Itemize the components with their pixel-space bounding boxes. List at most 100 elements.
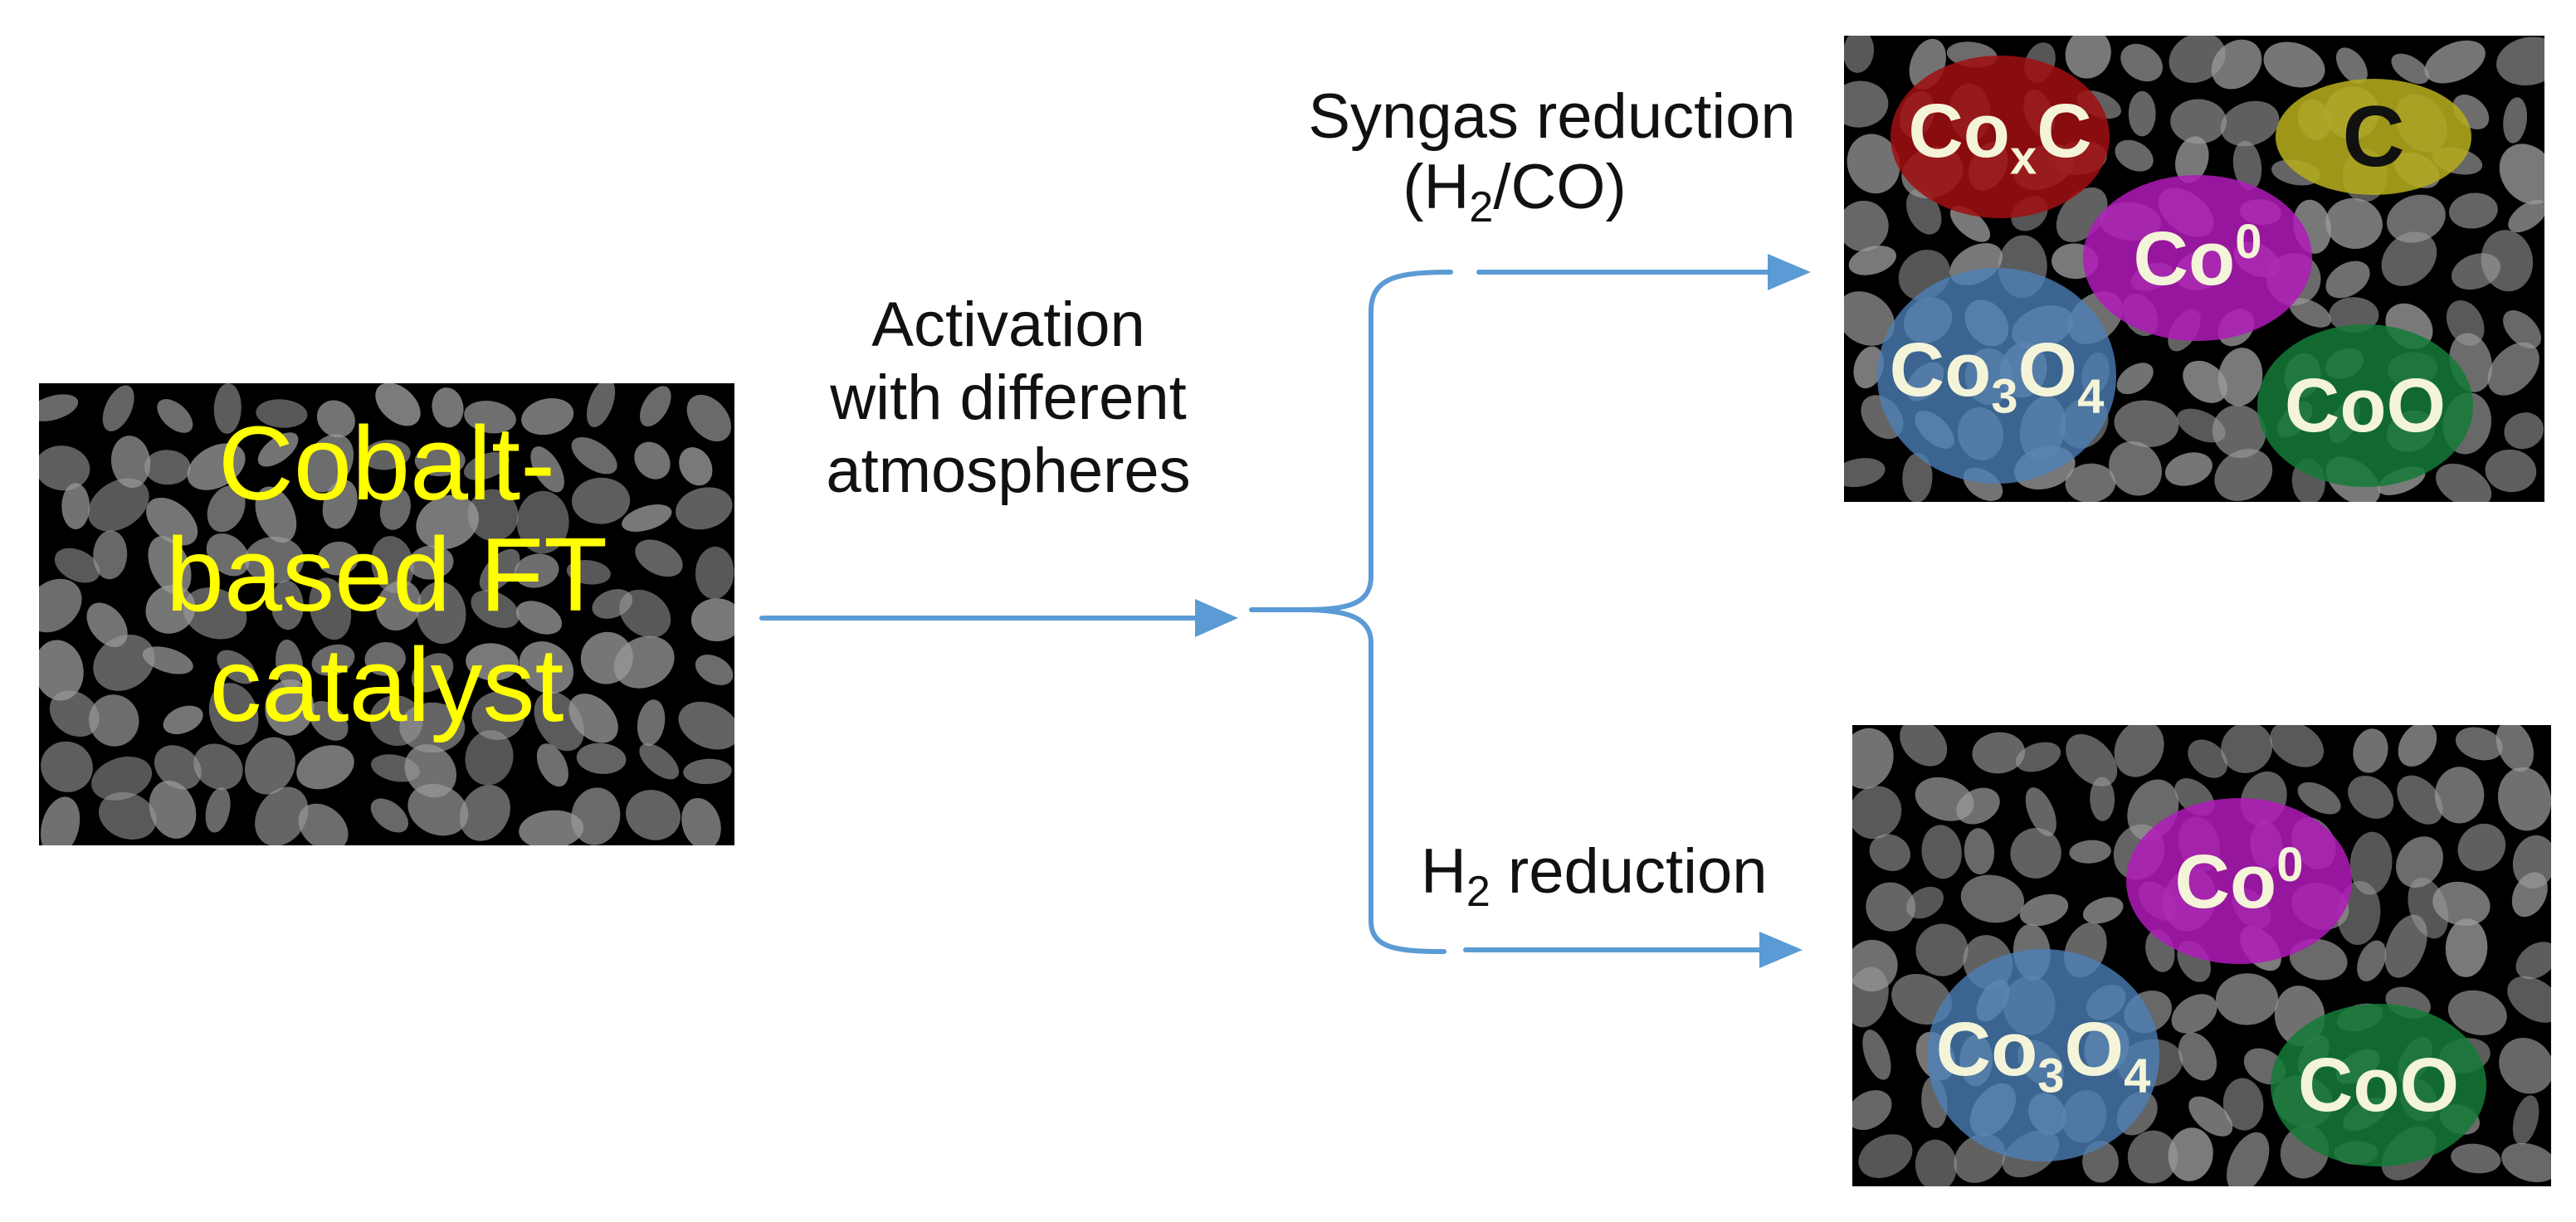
support-particle <box>163 705 203 734</box>
support-particle <box>471 691 525 740</box>
support-particle <box>407 783 469 836</box>
support-particle <box>1852 966 1889 1028</box>
support-particle <box>144 450 191 485</box>
syngas-label: Syngas reduction (H2/CO) <box>1253 81 1851 232</box>
support-particle <box>414 445 466 477</box>
support-particle <box>2391 53 2429 85</box>
syngas-close: /CO) <box>1493 152 1627 223</box>
support-particle <box>276 639 304 689</box>
support-particle <box>622 504 672 532</box>
support-particle <box>2178 1032 2217 1081</box>
support-particle <box>2066 733 2118 786</box>
support-particle <box>639 743 680 780</box>
co0-label: Co0 <box>2174 837 2304 924</box>
support-particle <box>2447 990 2507 1035</box>
support-particle <box>2115 139 2154 172</box>
support-particle <box>2325 197 2383 249</box>
h2-sub: 2 <box>1466 868 1490 917</box>
h2-rest: reduction <box>1490 836 1768 907</box>
support-particle <box>102 385 134 431</box>
support-particle <box>1956 787 2000 825</box>
support-particle <box>2170 99 2227 144</box>
support-particle <box>2114 400 2179 448</box>
support-particle <box>408 545 454 580</box>
support-particle <box>519 810 584 845</box>
support-particle <box>193 743 243 790</box>
support-particle <box>2175 136 2209 183</box>
support-particle <box>2436 463 2492 502</box>
support-particle <box>1921 825 1962 879</box>
support-particle <box>370 798 408 833</box>
support-particle <box>2501 1142 2551 1183</box>
support-particle <box>1902 453 1933 502</box>
support-particle <box>2499 144 2544 205</box>
support-particle <box>404 744 457 798</box>
syngas-result-box: CoxC C Co0 Co3O4 CoO <box>1844 36 2544 502</box>
support-particle <box>2396 836 2443 888</box>
activation-line-2: with different <box>830 363 1187 434</box>
support-particle <box>296 745 354 790</box>
support-particle <box>206 533 250 577</box>
support-particle <box>379 488 412 530</box>
support-particle <box>2116 363 2154 395</box>
support-particle <box>681 797 721 845</box>
h2-main: H <box>1421 836 1466 907</box>
coo-label: CoO <box>2297 1042 2460 1127</box>
support-particle <box>2212 405 2266 459</box>
co3o4-phase: Co3O4 <box>1927 949 2159 1161</box>
support-particle <box>2511 872 2548 918</box>
support-particle <box>2019 893 2069 927</box>
support-particle <box>2349 831 2393 895</box>
support-particle <box>536 743 568 787</box>
support-particle <box>1900 725 1948 767</box>
support-particle <box>2353 728 2388 773</box>
support-particle <box>2270 725 2325 767</box>
support-particle <box>1964 828 1995 874</box>
support-particle <box>2496 37 2544 85</box>
support-particle <box>465 730 514 786</box>
support-particle <box>2188 1096 2233 1137</box>
support-particle <box>1949 206 1991 242</box>
support-particle <box>459 785 510 841</box>
support-particle <box>432 387 464 428</box>
support-particle <box>2503 310 2541 348</box>
support-particle <box>265 679 315 736</box>
support-particle <box>2386 194 2446 243</box>
support-particle <box>2397 775 2443 825</box>
support-particle <box>49 690 100 738</box>
support-particle <box>678 701 734 750</box>
support-particle <box>2069 840 2111 864</box>
coxc-label: CoxC <box>1908 89 2092 185</box>
support-particle <box>149 780 197 839</box>
support-particle <box>2481 230 2534 292</box>
support-particle <box>317 541 359 576</box>
coo-label: CoO <box>2284 363 2447 448</box>
support-particle <box>54 548 100 583</box>
catalyst-label-line-1: Cobalt- <box>217 405 556 522</box>
syngas-arrowhead <box>1768 254 1811 290</box>
support-particle <box>2384 914 2427 978</box>
support-particle <box>364 641 406 676</box>
support-particle <box>2487 342 2539 396</box>
support-particle <box>2164 452 2213 486</box>
support-particle <box>2109 441 2162 496</box>
support-particle <box>208 683 259 746</box>
support-particle <box>2127 1130 2178 1184</box>
syngas-line-2: (H2/CO) <box>1253 152 1851 231</box>
support-particle <box>2496 725 2534 772</box>
support-particle <box>213 383 242 434</box>
support-particle <box>1844 291 1895 346</box>
support-particle <box>516 490 569 554</box>
support-particle <box>2455 727 2503 761</box>
support-particle <box>2485 449 2537 493</box>
co0-phase: Co0 <box>2126 798 2352 964</box>
support-particle <box>479 548 520 592</box>
support-particle <box>309 701 349 741</box>
support-particle <box>2289 298 2331 328</box>
support-particle <box>88 478 149 532</box>
support-particle <box>1869 834 1910 871</box>
co3o4-label: Co3O4 <box>1889 328 2105 424</box>
support-particle <box>2512 835 2551 889</box>
support-particle <box>521 398 574 436</box>
support-particle <box>271 580 304 630</box>
